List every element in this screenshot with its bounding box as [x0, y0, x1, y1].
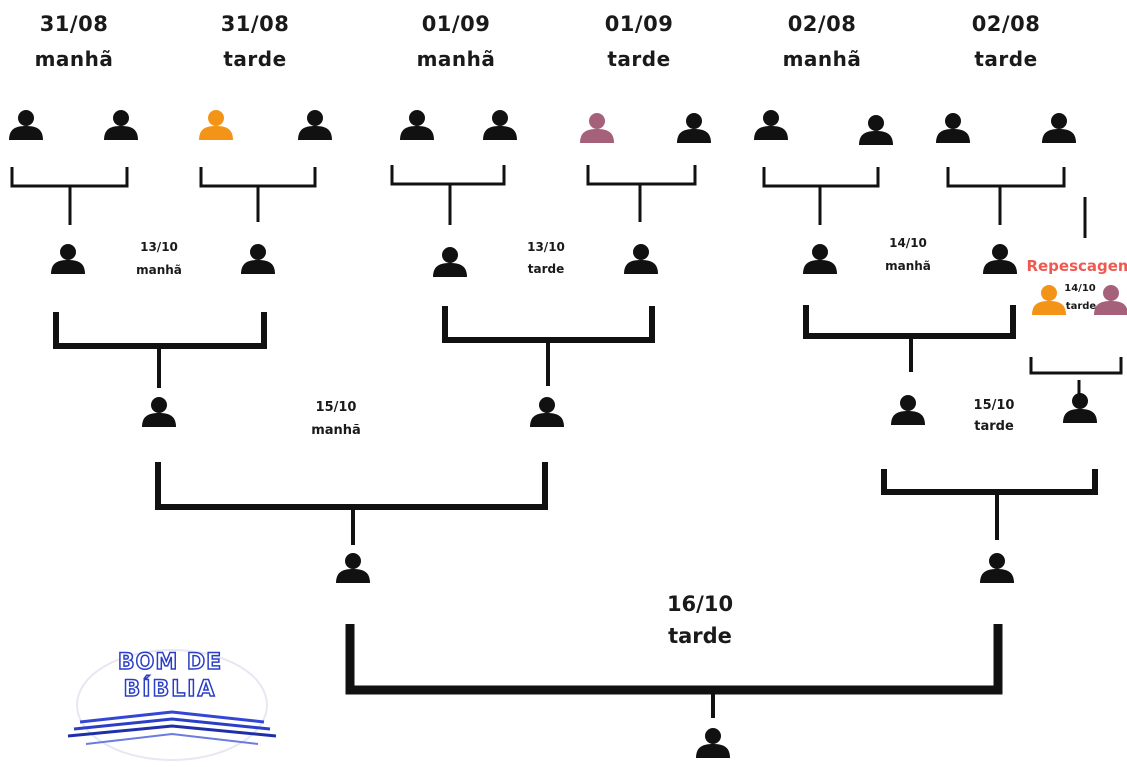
column-date: 01/09 [604, 12, 674, 36]
semi-date: 15/10 [315, 400, 357, 415]
column-period: manhã [782, 47, 862, 71]
column-date: 31/08 [39, 12, 109, 36]
column-period: manhã [34, 47, 114, 71]
round2-date: 13/10 [527, 240, 565, 254]
semi-period: manhã [311, 423, 361, 438]
participant-icon [51, 244, 85, 274]
semi-period: tarde [974, 419, 1014, 434]
round1-connectors [10, 165, 1087, 238]
round2-date: 13/10 [140, 240, 178, 254]
repechage-period: tarde [1065, 301, 1097, 312]
participant-icon [859, 115, 893, 145]
column-period: manhã [416, 47, 496, 71]
final-period: tarde [668, 624, 732, 648]
logo-book-icon [67, 649, 277, 761]
column-date: 02/08 [787, 12, 857, 36]
logo-line1: BOM DE [117, 649, 223, 676]
participant-icon-orange [1032, 285, 1066, 315]
participant-icon [983, 244, 1017, 274]
column-period: tarde [223, 47, 287, 71]
participant-icon [803, 244, 837, 274]
participant-icon [142, 397, 176, 427]
column-period: tarde [974, 47, 1038, 71]
round1-participants [9, 110, 1076, 145]
participant-icon [483, 110, 517, 140]
participant-icon [241, 244, 275, 274]
round2-stems [157, 336, 1123, 394]
logo-line2: BÍBLIA [123, 676, 217, 703]
semi-stems [351, 492, 999, 545]
repechage-date: 14/10 [1064, 283, 1096, 294]
participant-icon [891, 395, 925, 425]
participant-icon-mauve [1094, 285, 1127, 315]
column-period: tarde [607, 47, 671, 71]
participant-icon [1063, 393, 1097, 423]
round2-connectors [53, 305, 1016, 349]
participant-icon [9, 110, 43, 140]
participant-icon [433, 247, 467, 277]
semi-participants [142, 393, 1097, 427]
column-date: 31/08 [220, 12, 290, 36]
bom-de-biblia-logo: BOM DE BÍBLIA [100, 649, 240, 710]
column-date: 01/09 [421, 12, 491, 36]
round2-participants [51, 244, 1127, 315]
participant-icon [336, 553, 370, 583]
semi-connectors [155, 462, 1098, 510]
participant-icon [624, 244, 658, 274]
round2-period: manhã [885, 259, 931, 273]
participant-icon [754, 110, 788, 140]
participant-icon [298, 110, 332, 140]
semi-date: 15/10 [973, 398, 1015, 413]
participant-icon [104, 110, 138, 140]
participant-icon [1042, 113, 1076, 143]
participant-icon [980, 553, 1014, 583]
column-date: 02/08 [971, 12, 1041, 36]
final-date: 16/10 [666, 592, 734, 616]
participant-icon [400, 110, 434, 140]
champion-icon [696, 728, 730, 758]
final-participants [336, 553, 1014, 758]
repechage-title: Repescagem [1026, 257, 1127, 275]
participant-icon [677, 113, 711, 143]
final-connector [345, 624, 1003, 718]
participant-icon [936, 113, 970, 143]
participant-icon-orange [199, 110, 233, 140]
participant-icon-mauve [580, 113, 614, 143]
round2-date: 14/10 [889, 236, 927, 250]
participant-icon [530, 397, 564, 427]
round2-period: tarde [527, 262, 565, 276]
round2-period: manhã [136, 263, 182, 277]
